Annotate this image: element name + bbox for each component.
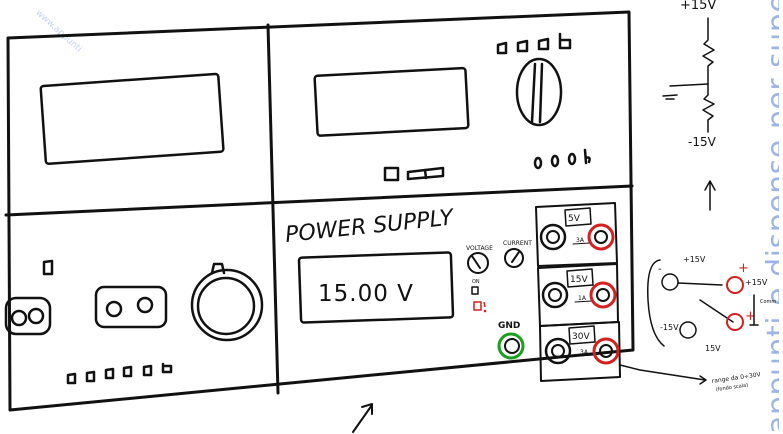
module-tr-selector-knob[interactable] xyxy=(517,59,561,125)
schematic-top-label: +15V xyxy=(680,0,716,13)
output-5v-voltage: 5V xyxy=(568,214,581,224)
module-bl-socket-left[interactable] xyxy=(6,298,50,334)
gnd-label: GND xyxy=(498,321,520,331)
power-supply-display-value: 15.00 V xyxy=(318,281,414,307)
schematic-pos-label: +15V xyxy=(683,255,706,264)
schematic-range-note-2: (fondo scala) xyxy=(715,382,748,392)
schematic-pos-out-label: +15V xyxy=(745,278,768,287)
module-bl-large-knob[interactable] xyxy=(192,264,262,340)
schematic-plus-sign: + xyxy=(738,261,749,276)
module-bl-dot-row xyxy=(68,364,171,383)
schematic-resistor-divider xyxy=(703,18,714,132)
rack-divider-vertical xyxy=(268,25,278,393)
voltage-knob[interactable] xyxy=(468,253,488,273)
schematic-neg-terminal xyxy=(662,274,678,290)
output-30v-negative-terminal[interactable] xyxy=(546,339,570,363)
schematic-pos-terminal-lower xyxy=(727,314,743,330)
schematic-pos-terminal xyxy=(727,277,743,293)
current-knob-label: CURRENT xyxy=(503,240,532,247)
schematic-neg-out-label: 15V xyxy=(705,344,721,353)
schematic-range-note-1: range da 0÷30V xyxy=(711,371,762,385)
pointer-arrow-range xyxy=(620,365,706,384)
schematic-bottom-label: -15V xyxy=(688,135,717,149)
module-bl-socket-mid[interactable] xyxy=(96,287,166,327)
pointer-arrow-bottom xyxy=(353,404,372,432)
schematic-neg-label: -15V xyxy=(660,323,679,332)
current-knob[interactable] xyxy=(505,249,523,267)
power-indicator-led xyxy=(474,302,486,312)
module-tl-screen xyxy=(41,74,224,164)
schematic-up-arrow xyxy=(705,181,715,210)
output-15v-positive-terminal[interactable] xyxy=(591,283,615,307)
module-tr-screen xyxy=(315,68,469,136)
output-15v-voltage: 15V xyxy=(570,275,588,285)
module-tr-small-buttons[interactable] xyxy=(498,34,570,53)
output-15v-negative-terminal[interactable] xyxy=(543,283,567,307)
schematic-common-label: Comm xyxy=(760,299,776,305)
schematic-ground xyxy=(663,84,708,99)
power-supply-title: POWER SUPPLY xyxy=(284,205,456,248)
schematic-top-wire xyxy=(678,283,722,285)
module-bl-button[interactable] xyxy=(44,261,52,274)
gnd-terminal[interactable] xyxy=(499,334,523,358)
schematic-neg-terminal-lower xyxy=(680,322,696,338)
schematic-minus-sign: - xyxy=(658,264,662,275)
power-switch-label: ON xyxy=(472,279,480,285)
output-5v-negative-terminal[interactable] xyxy=(541,225,565,249)
module-tr-bottom-buttons[interactable] xyxy=(385,168,443,180)
module-tr-bottom-dots xyxy=(535,150,590,168)
power-switch[interactable] xyxy=(472,287,478,294)
output-30v-voltage: 30V xyxy=(572,332,590,342)
voltage-knob-label: VOLTAGE xyxy=(466,245,493,252)
rack-divider-horizontal xyxy=(6,186,632,215)
output-5v-positive-terminal[interactable] xyxy=(589,225,613,249)
